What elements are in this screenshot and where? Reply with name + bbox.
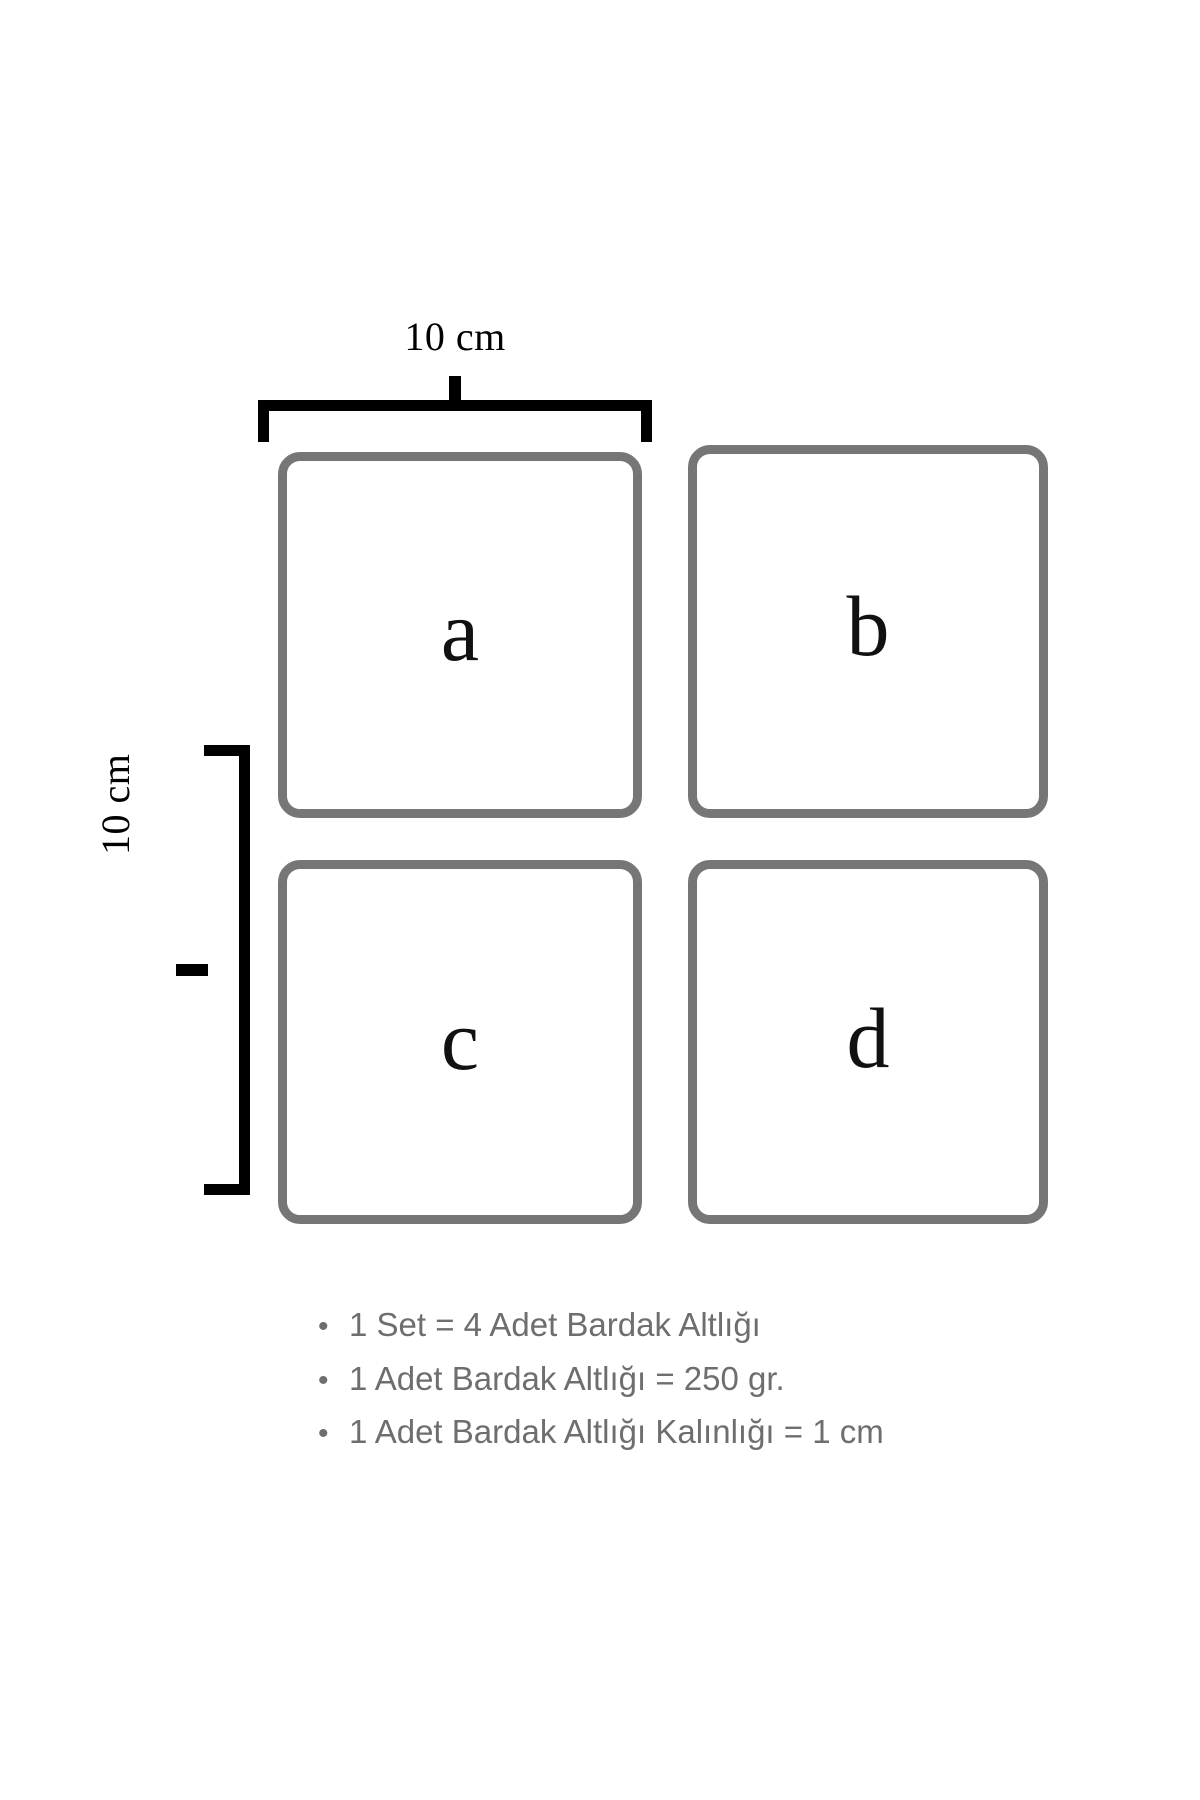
height-dimension-bar bbox=[239, 745, 250, 1195]
height-dimension-tick bbox=[176, 964, 208, 976]
coaster-d-label: d bbox=[846, 990, 890, 1086]
coaster-b-label: b bbox=[846, 577, 890, 674]
width-dimension-cap-left bbox=[258, 400, 269, 442]
coaster-c: c bbox=[278, 860, 642, 1224]
bullet-icon: • bbox=[318, 1363, 329, 1397]
spec-item-text: 1 Adet Bardak Altlığı Kalınlığı = 1 cm bbox=[349, 1413, 884, 1451]
width-dimension-tick bbox=[449, 376, 461, 402]
height-dimension-label: 10 cm bbox=[93, 753, 138, 855]
bullet-icon: • bbox=[318, 1417, 329, 1451]
bullet-icon: • bbox=[318, 1310, 329, 1343]
width-dimension-cap-right bbox=[641, 400, 652, 442]
spec-list-item: • 1 Adet Bardak Altlığı Kalınlığı = 1 cm bbox=[318, 1405, 1058, 1459]
coaster-a: a bbox=[278, 452, 642, 818]
height-dimension-bracket bbox=[176, 745, 250, 1195]
spec-item-text: 1 Adet Bardak Altlığı = 250 gr. bbox=[349, 1359, 785, 1397]
width-dimension-label: 10 cm bbox=[404, 314, 506, 359]
spec-item-text: 1 Set = 4 Adet Bardak Altlığı bbox=[349, 1306, 761, 1343]
coaster-c-label: c bbox=[440, 992, 480, 1088]
coaster-b: b bbox=[688, 445, 1048, 818]
width-dimension-bar bbox=[258, 400, 652, 411]
width-dimension-bracket bbox=[258, 376, 652, 442]
product-spec-list: • 1 Set = 4 Adet Bardak Altlığı • 1 Adet… bbox=[318, 1298, 1058, 1459]
coaster-d: d bbox=[688, 860, 1048, 1224]
spec-list-item: • 1 Adet Bardak Altlığı = 250 gr. bbox=[318, 1352, 1058, 1406]
spec-list-item: • 1 Set = 4 Adet Bardak Altlığı bbox=[318, 1298, 1058, 1352]
coaster-a-label: a bbox=[440, 583, 480, 679]
height-dimension-cap-top bbox=[204, 745, 250, 756]
height-dimension-cap-bottom bbox=[204, 1184, 250, 1195]
